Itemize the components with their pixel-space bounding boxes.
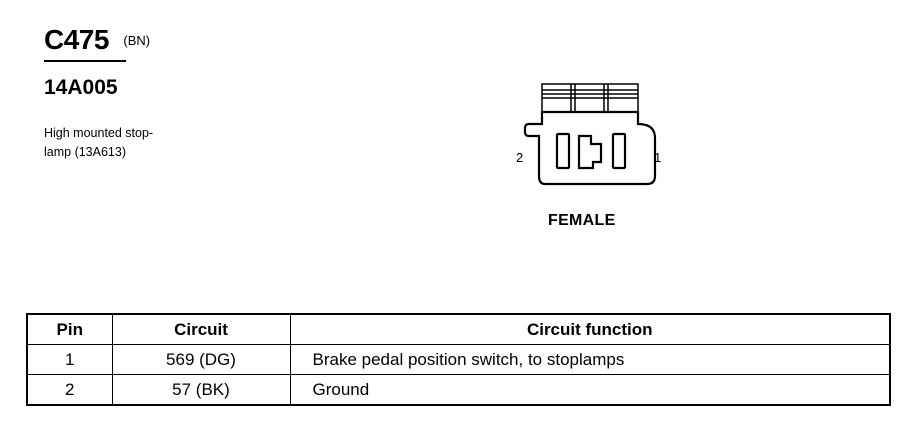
table-row: 2 57 (BK) Ground: [26, 374, 891, 406]
connector-housing: [523, 110, 657, 186]
cell-function: Ground: [289, 374, 891, 406]
header-circuit-function: Circuit function: [289, 313, 891, 345]
connector-color-code: (BN): [123, 33, 151, 48]
cell-pin: 1: [26, 344, 113, 375]
cell-circuit: 569 (DG): [111, 344, 291, 375]
pin-label-left: 2: [516, 150, 524, 165]
cell-circuit: 57 (BK): [111, 374, 291, 406]
pin-cavity-1: [611, 132, 627, 170]
header-pin: Pin: [26, 313, 113, 345]
pinout-table: Pin Circuit Circuit function 1 569 (DG) …: [26, 313, 891, 406]
description-line-2: lamp (13A613): [44, 145, 126, 159]
connector-latch-tabs: [541, 83, 639, 113]
connector-id: C475: [44, 24, 109, 55]
pin-cavity-2: [555, 132, 571, 170]
pin-cavity-center: [577, 134, 603, 170]
pin-label-right: 1: [654, 150, 662, 165]
cell-pin: 2: [26, 374, 113, 406]
connector-face-diagram: [523, 83, 657, 186]
description-line-1: High mounted stop-: [44, 126, 154, 140]
header-circuit: Circuit: [111, 313, 291, 345]
connector-description: High mounted stop- lamp (13A613): [44, 124, 214, 162]
connector-gender: FEMALE: [548, 212, 616, 229]
table-row: 1 569 (DG) Brake pedal position switch, …: [26, 344, 891, 375]
part-number: 14A005: [44, 76, 118, 99]
table-header-row: Pin Circuit Circuit function: [26, 313, 891, 345]
cell-function: Brake pedal position switch, to stoplamp…: [289, 344, 891, 375]
connector-title: C475 (BN): [44, 24, 150, 56]
title-underline: [44, 60, 126, 62]
